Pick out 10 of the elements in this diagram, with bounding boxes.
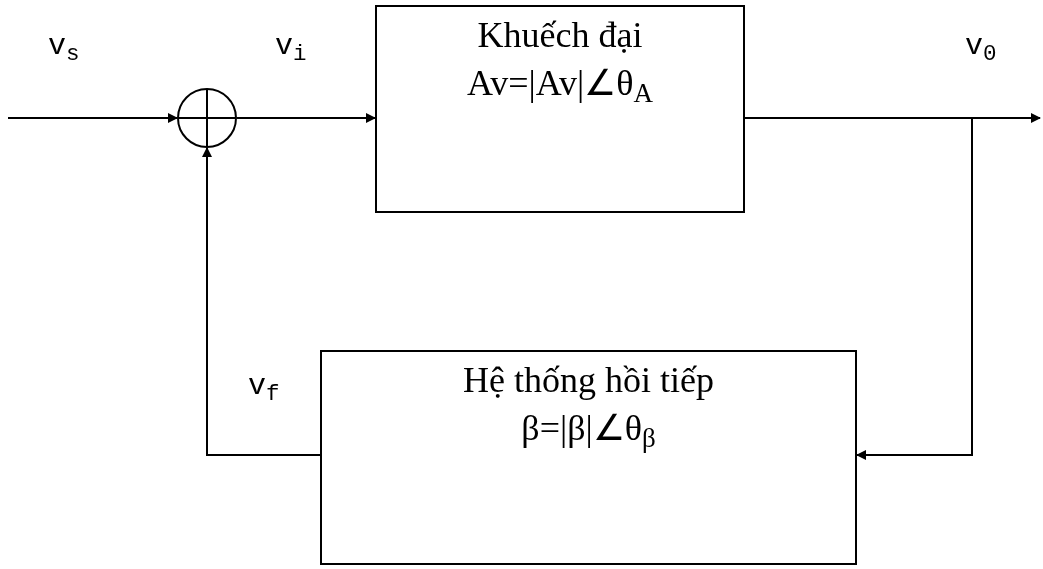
summing-junction	[177, 88, 237, 148]
block-box	[375, 5, 745, 213]
block-text: Av=|Av|∠θ$_{A}$	[466, 62, 654, 107]
arrow	[7, 113, 178, 123]
block-box	[320, 350, 857, 565]
block-text: Hệ thống hồi tiếp	[463, 359, 714, 402]
block-text: Khuếch đại	[477, 14, 643, 57]
arrow	[202, 147, 321, 456]
block-text: β=|β|∠θ$_{β}$	[521, 407, 656, 452]
arrow	[236, 113, 376, 123]
